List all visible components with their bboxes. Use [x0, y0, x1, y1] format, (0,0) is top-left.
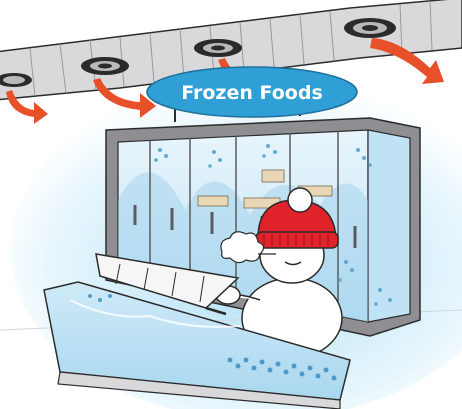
sign-label: Frozen Foods: [181, 82, 323, 104]
